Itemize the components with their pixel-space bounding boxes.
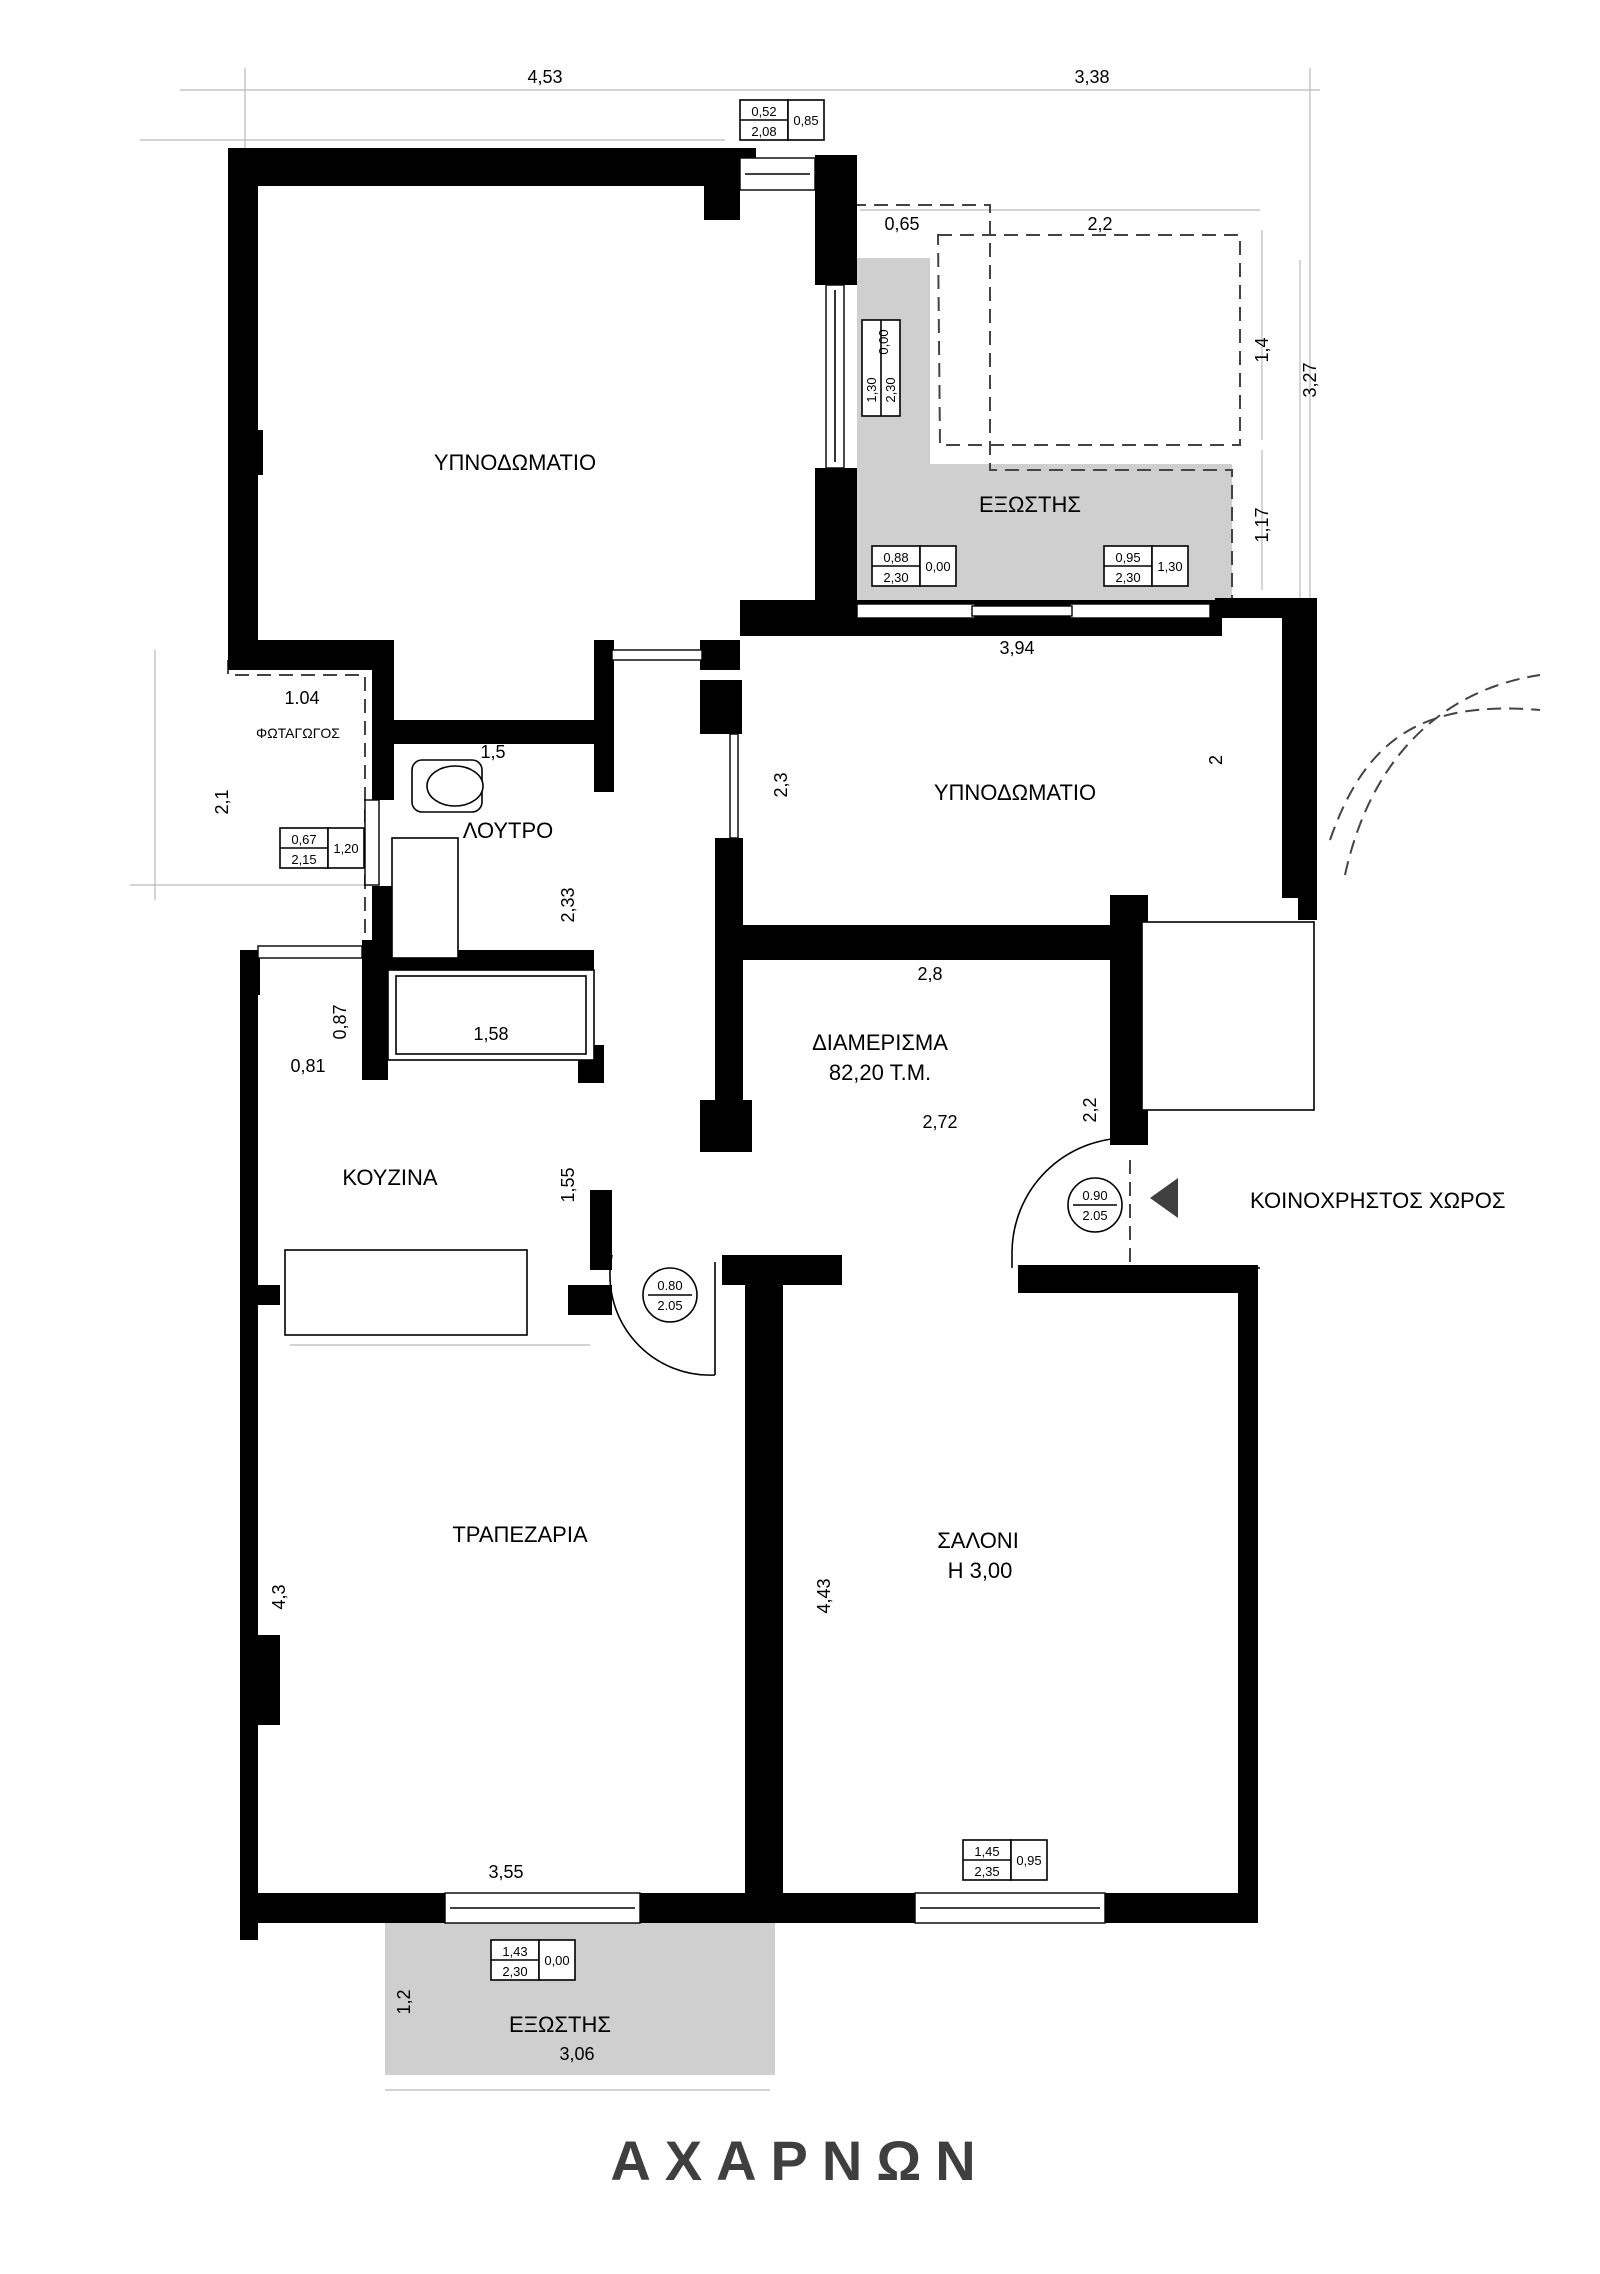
svg-text:0,52: 0,52	[751, 104, 776, 119]
svg-text:1,43: 1,43	[502, 1944, 527, 1959]
svg-text:4,43: 4,43	[814, 1578, 834, 1613]
svg-text:4,3: 4,3	[269, 1584, 289, 1609]
svg-text:2,2: 2,2	[1087, 214, 1112, 234]
apartment-area: 82,20 Τ.Μ.	[829, 1060, 931, 1085]
svg-text:0.90: 0.90	[1082, 1188, 1107, 1203]
dimension-lines	[130, 68, 1320, 2091]
room-label-lightwell: ΦΩΤΑΓΩΓΟΣ	[256, 725, 340, 741]
windows	[257, 157, 1211, 1924]
svg-text:2,33: 2,33	[558, 887, 578, 922]
svg-text:1.04: 1.04	[284, 688, 319, 708]
svg-text:2,30: 2,30	[502, 1964, 527, 1979]
opening-door-balc-bottom: 1,43 2,30 0,00	[490, 1939, 576, 1981]
door-swings	[609, 1137, 1260, 1376]
bathroom-fixtures	[284, 759, 595, 1336]
svg-text:0,00: 0,00	[544, 1953, 569, 1968]
svg-text:2: 2	[1206, 755, 1226, 765]
balcony-bottom-fill	[385, 1905, 775, 2075]
opening-door-balc-vert: 1,30 2,30 0,00	[861, 319, 901, 417]
svg-text:0,67: 0,67	[291, 832, 316, 847]
svg-text:2.05: 2.05	[657, 1298, 682, 1313]
opening-door-kitchen: 0.80 2.05	[642, 1267, 698, 1323]
svg-text:1,45: 1,45	[974, 1844, 999, 1859]
opening-door-entry: 0.90 2.05	[1067, 1177, 1123, 1233]
svg-text:2,35: 2,35	[974, 1864, 999, 1879]
svg-text:3,94: 3,94	[999, 638, 1034, 658]
room-label-kitchen: ΚΟΥΖΙΝΑ	[342, 1165, 438, 1190]
svg-text:0,85: 0,85	[793, 113, 818, 128]
room-label-living: ΣΑΛΟΝΙ	[937, 1528, 1019, 1553]
svg-text:2,30: 2,30	[1115, 570, 1140, 585]
opening-win-top: 0,52 2,08 0,85	[739, 99, 825, 141]
svg-text:2,1: 2,1	[212, 789, 232, 814]
entry-arrow-icon	[1150, 1178, 1178, 1218]
svg-text:3,55: 3,55	[488, 1862, 523, 1882]
svg-text:2,3: 2,3	[771, 772, 791, 797]
svg-text:0,95: 0,95	[1115, 550, 1140, 565]
svg-text:1,58: 1,58	[473, 1024, 508, 1044]
room-label-balcony-bottom: ΕΞΩΣΤΗΣ	[509, 2012, 611, 2037]
svg-text:3,38: 3,38	[1074, 67, 1109, 87]
room-label-dining: ΤΡΑΠΕΖΑΡΙΑ	[452, 1522, 588, 1547]
living-room-height: Η 3,00	[948, 1558, 1013, 1583]
opening-win-lightwell: 0,67 2,15 1,20	[279, 827, 365, 869]
room-label-bathroom: ΛΟΥΤΡΟ	[463, 818, 554, 843]
svg-text:0,87: 0,87	[330, 1004, 350, 1039]
svg-text:3,27: 3,27	[1300, 362, 1320, 397]
opening-door-balc-2: 0,95 2,30 1,30	[1103, 545, 1189, 587]
svg-text:0,00: 0,00	[925, 559, 950, 574]
kitchen-counter	[284, 1249, 528, 1336]
svg-text:1,5: 1,5	[480, 742, 505, 762]
svg-text:0,88: 0,88	[883, 550, 908, 565]
svg-text:2,30: 2,30	[883, 570, 908, 585]
svg-text:0.80: 0.80	[657, 1278, 682, 1293]
room-label-balcony-top: ΕΞΩΣΤΗΣ	[979, 492, 1081, 517]
svg-text:2,8: 2,8	[917, 964, 942, 984]
svg-text:1,2: 1,2	[394, 1989, 414, 2014]
toilet-bowl	[426, 765, 484, 807]
svg-text:0,81: 0,81	[290, 1056, 325, 1076]
opening-door-balc-1: 0,88 2,30 0,00	[871, 545, 957, 587]
balcony-top-fill	[857, 258, 1232, 604]
room-label-common-area: ΚΟΙΝΟΧΡΗΣΤΟΣ ΧΩΡΟΣ	[1250, 1188, 1505, 1213]
svg-text:1,4: 1,4	[1252, 337, 1272, 362]
room-label-bedroom-2: ΥΠΝΟΔΩΜΑΤΙΟ	[934, 780, 1096, 805]
shaft-box	[1141, 921, 1315, 1111]
svg-text:2.05: 2.05	[1082, 1208, 1107, 1223]
opening-win-living: 1,45 2,35 0,95	[962, 1839, 1048, 1881]
svg-text:1,30: 1,30	[864, 377, 879, 402]
svg-text:1,20: 1,20	[333, 841, 358, 856]
svg-text:1,17: 1,17	[1252, 507, 1272, 542]
room-label-apartment: ΔΙΑΜΕΡΙΣΜΑ	[812, 1030, 948, 1055]
svg-text:3,06: 3,06	[559, 2044, 594, 2064]
svg-text:2,15: 2,15	[291, 852, 316, 867]
svg-text:1,55: 1,55	[558, 1167, 578, 1202]
room-label-bedroom-1: ΥΠΝΟΔΩΜΑΤΙΟ	[434, 450, 596, 475]
svg-text:0,00: 0,00	[876, 329, 891, 354]
svg-text:0,95: 0,95	[1016, 1853, 1041, 1868]
svg-text:2,72: 2,72	[922, 1112, 957, 1132]
svg-text:1,30: 1,30	[1157, 559, 1182, 574]
svg-text:2,2: 2,2	[1080, 1097, 1100, 1122]
sink-counter	[391, 837, 459, 959]
dimension-labels: 4,53 3,38 0,65 2,2 1,4 3,27 1,17 3,94 2,…	[212, 67, 1320, 2064]
walls	[228, 148, 1317, 1940]
svg-text:0,65: 0,65	[884, 214, 919, 234]
svg-text:2,08: 2,08	[751, 124, 776, 139]
svg-text:2,30: 2,30	[883, 377, 898, 402]
svg-text:4,53: 4,53	[527, 67, 562, 87]
street-name: ΑΧΑΡΝΩΝ	[610, 2129, 989, 2192]
